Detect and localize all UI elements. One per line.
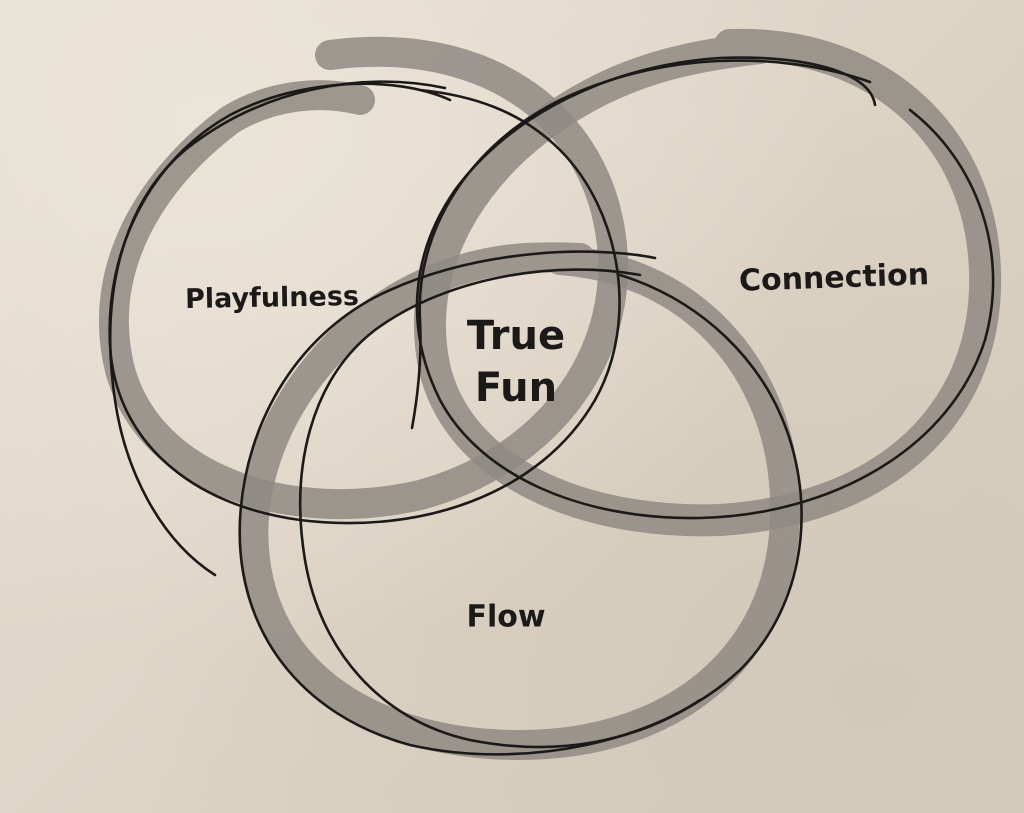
flow-label: Flow [466,599,546,635]
intersection-label: True Fun [436,310,596,414]
playfulness-circle-marker [98,36,629,520]
intersection-label-line-1: True [466,313,566,359]
flow-circle-marker [238,242,801,761]
connection-label: Connection [738,257,930,299]
flow-circle-ink-2 [299,268,702,749]
connection-circle-ink-2 [410,59,872,430]
playfulness-circle-ink-2 [109,80,447,577]
flow-circle-ink-1 [238,250,803,756]
intersection-label-line-2: Fun [474,365,558,411]
ink-strokes [108,56,995,756]
playfulness-label: Playfulness [184,280,360,316]
connection-circle-ink-1 [415,56,995,520]
